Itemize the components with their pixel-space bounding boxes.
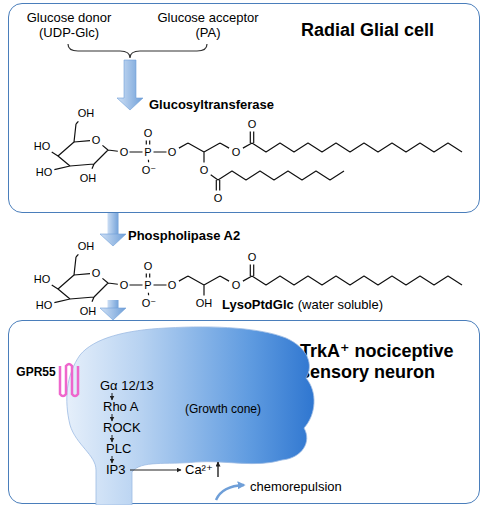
receptor-label: GPR55: [16, 366, 55, 378]
atom-label: O: [144, 128, 153, 139]
substrate-label: Glucose donor (UDP-Glc): [21, 11, 117, 41]
atom-label: O: [168, 280, 177, 291]
cell-region: TrkA⁺ nociceptive sensory neuron(Growth …: [8, 320, 480, 504]
molecule-structure: [52, 121, 462, 302]
enzyme-label: Phospholipase A2: [128, 229, 240, 244]
atom-label: O: [120, 280, 129, 291]
atom-label: O: [120, 147, 129, 158]
atom-label: HO: [36, 300, 53, 311]
repulsion-arrow: [216, 485, 244, 500]
brace: [68, 44, 207, 58]
atom-label: O: [92, 268, 101, 279]
atom-label: O: [248, 252, 257, 263]
atom-label: O⁻: [142, 165, 156, 176]
atom-label: OH: [78, 108, 95, 119]
atom-label: O: [232, 147, 241, 158]
molecule-note: (water soluble): [298, 298, 383, 313]
atom-label: HO: [36, 167, 53, 178]
increase-arrow: [217, 462, 218, 477]
atom-label: HO: [34, 141, 51, 152]
process-label: chemorepulsion: [250, 480, 342, 495]
arrow-head: [100, 234, 126, 246]
pathway-step: Ca²⁺: [185, 463, 213, 478]
atom-label: P: [144, 280, 151, 291]
neuron-body: [67, 327, 314, 505]
cell-title: TrkA⁺ nociceptive sensory neuron: [300, 341, 472, 382]
neuron-illustration: [46, 320, 318, 505]
substrate-label: Glucose acceptor (PA): [150, 11, 266, 41]
atom-label: O: [248, 119, 257, 130]
atom-label: O: [92, 135, 101, 146]
cell-title: Radial Glial cell: [301, 20, 434, 41]
arrow-head: [100, 308, 126, 320]
atom-label: P: [144, 147, 151, 158]
pathway-step: ROCK: [103, 421, 141, 436]
atom-label: O: [168, 147, 177, 158]
pathway-arrow: [130, 470, 181, 471]
region-label: (Growth cone): [185, 403, 261, 417]
ptdglc-bonds: [52, 121, 462, 190]
pathway-step: IP3: [106, 463, 126, 478]
atom-label: OH: [80, 306, 97, 317]
enzyme-label: Glucosyltransferase: [149, 98, 274, 113]
atom-label: OH: [78, 241, 95, 252]
atom-label: OH: [80, 173, 97, 184]
pathway-step: Gα 12/13: [100, 379, 154, 394]
atom-label: O: [144, 261, 153, 272]
growth-cone: (Growth cone) Gα 12/13Rho A ROCK PLC IP3 Ca²⁺: [46, 320, 318, 505]
receptor-symbol: [60, 364, 78, 396]
lysoptdglc-bonds: [52, 254, 462, 302]
atom-label: O: [232, 280, 241, 291]
flow-arrow: [100, 213, 126, 320]
arrow-shaft: [108, 213, 119, 308]
atom-label: HO: [34, 274, 51, 285]
pathway-step: PLC: [106, 442, 131, 457]
molecule-name: LysoPtdGlc: [222, 298, 294, 313]
atom-label: OH: [196, 298, 213, 309]
atom-label: O: [200, 165, 209, 176]
reaction-arrow: [117, 60, 143, 110]
atom-label: O: [214, 193, 223, 204]
pathway-step: Rho A: [103, 400, 138, 415]
atom-label: O⁻: [142, 298, 156, 309]
